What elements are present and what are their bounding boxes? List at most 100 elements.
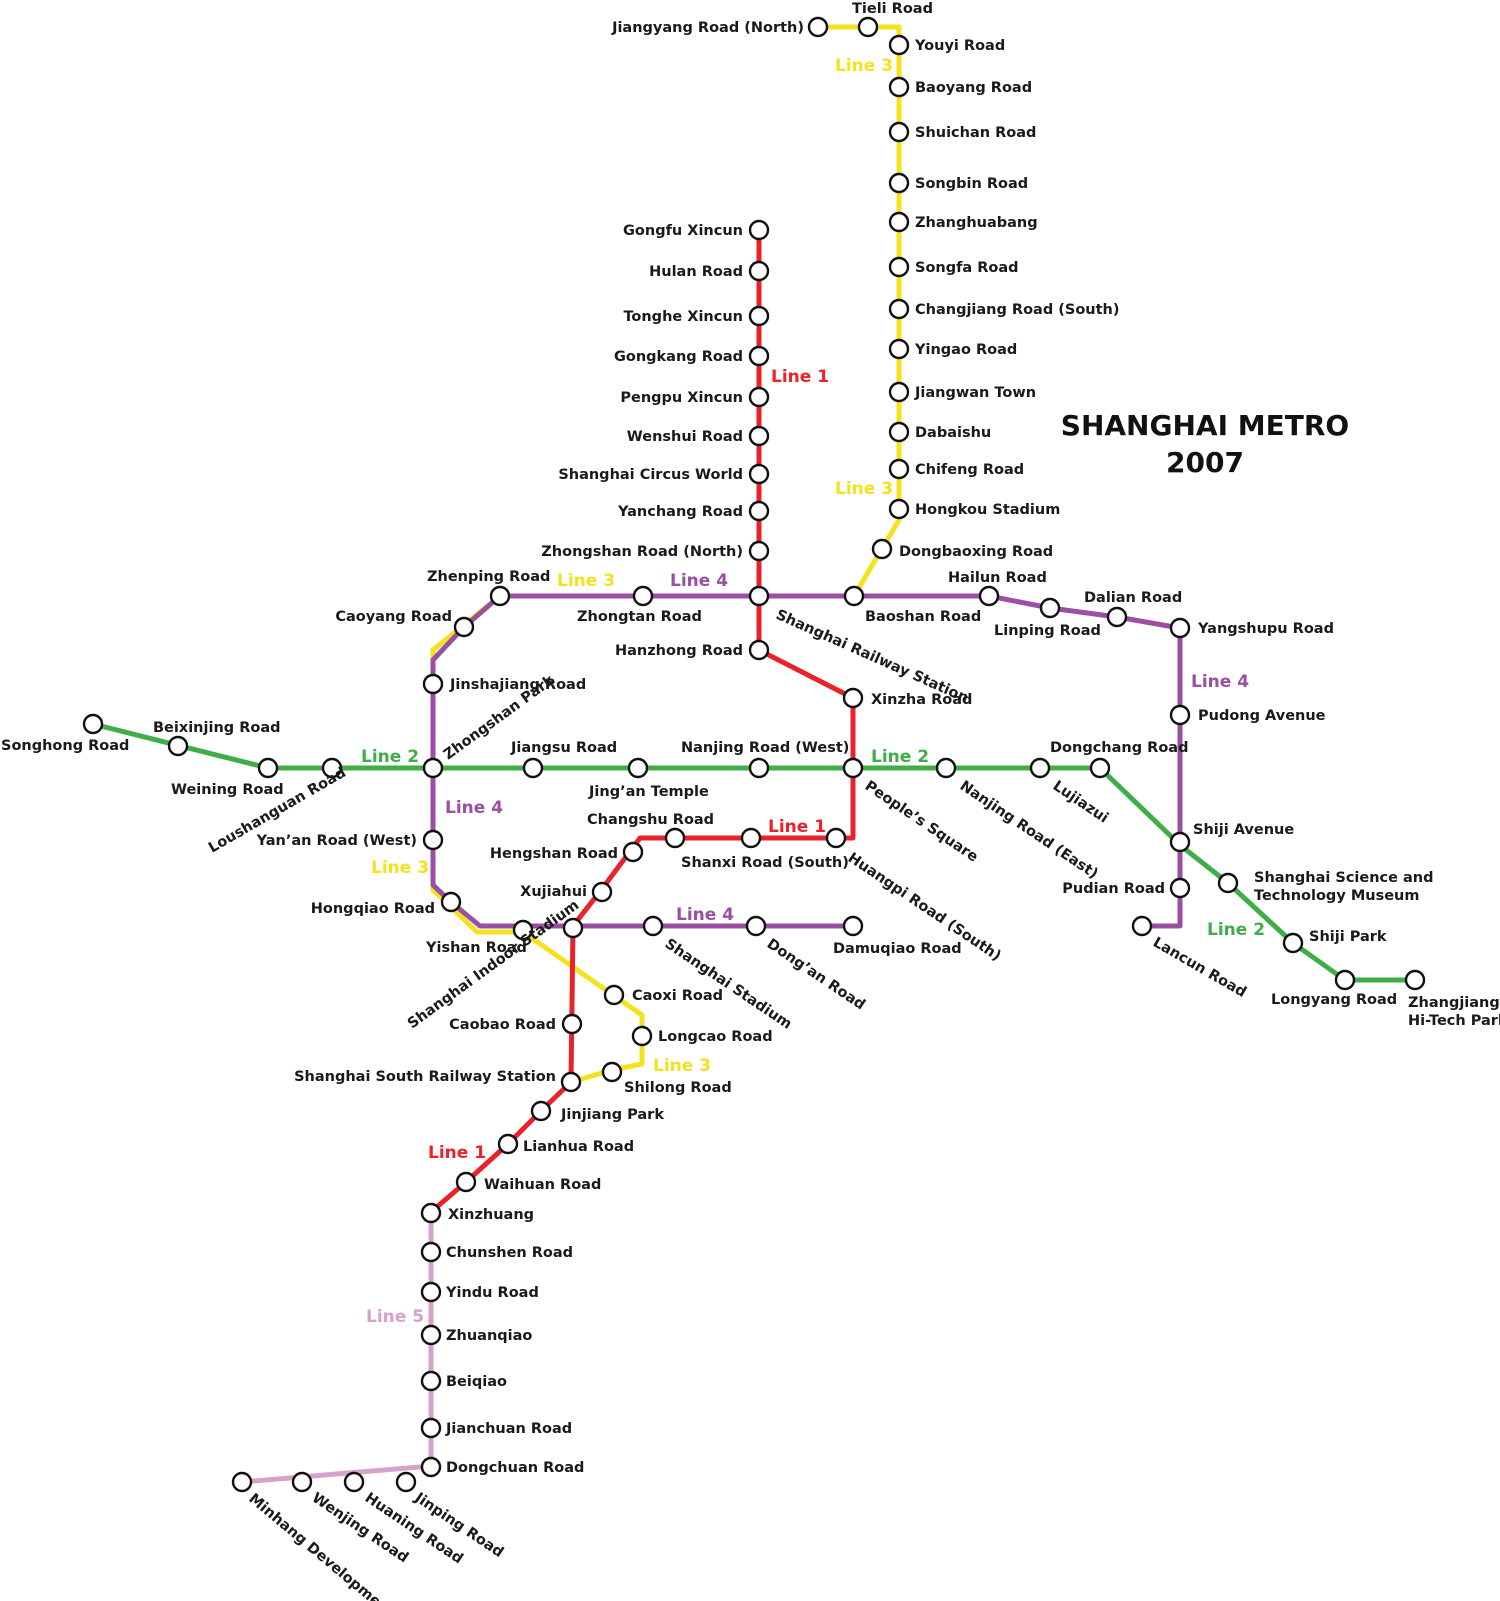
station-gongfu-xincun[interactable] <box>748 219 770 241</box>
station-changshu-road[interactable] <box>664 827 686 849</box>
station-chifeng-road[interactable] <box>888 458 910 480</box>
station-shuichan-road[interactable] <box>888 121 910 143</box>
station-longyang-road[interactable] <box>1334 969 1356 991</box>
station-jinping-road[interactable] <box>395 1471 417 1493</box>
station-shiji-park[interactable] <box>1282 932 1304 954</box>
label-zhangjiang-1: Zhangjiang <box>1408 995 1500 1011</box>
station-shanghai-railway-station[interactable] <box>748 585 770 607</box>
station-hengshan-road[interactable] <box>622 841 644 863</box>
station-jiangwan-town[interactable] <box>888 381 910 403</box>
station-pudong-avenue[interactable] <box>1169 704 1191 726</box>
station-longcao-road[interactable] <box>631 1025 653 1047</box>
station-dongbaoxing-road[interactable] <box>871 538 893 560</box>
station-xinzha-road[interactable] <box>842 687 864 709</box>
station-pudian-road[interactable] <box>1169 877 1191 899</box>
station-zhongtan-road[interactable] <box>632 585 654 607</box>
station-beixinjing-road[interactable] <box>167 735 189 757</box>
station-zhongshan-road-north[interactable] <box>748 540 770 562</box>
station-hongqiao-road[interactable] <box>440 891 462 913</box>
station-linping-road[interactable] <box>1039 597 1061 619</box>
label-zhuanqiao: Zhuanqiao <box>446 1328 532 1344</box>
station-yingao-road[interactable] <box>888 338 910 360</box>
station-dalian-road[interactable] <box>1106 606 1128 628</box>
station-shiji-avenue[interactable] <box>1169 831 1191 853</box>
station-yishan-road[interactable] <box>512 919 534 941</box>
station-songbin-road[interactable] <box>888 172 910 194</box>
station-dongchang-road[interactable] <box>1089 757 1111 779</box>
station-xinzhuang[interactable] <box>420 1202 442 1224</box>
station-songfa-road[interactable] <box>888 256 910 278</box>
station-waihuan-road[interactable] <box>455 1171 477 1193</box>
label-zhongtan-road: Zhongtan Road <box>577 609 702 625</box>
label-songbin-road: Songbin Road <box>915 176 1028 192</box>
line3-label-south: Line 3 <box>653 1056 711 1076</box>
station-gongkang-road[interactable] <box>748 345 770 367</box>
station-nanjing-road-east[interactable] <box>935 757 957 779</box>
station-damuqiao-road[interactable] <box>842 915 864 937</box>
map-year: 2007 <box>1166 446 1244 479</box>
station-changjiang-road-south[interactable] <box>888 298 910 320</box>
station-huangpi-road-south[interactable] <box>825 827 847 849</box>
station-peoples-square[interactable] <box>842 757 864 779</box>
station-loushanguan-road[interactable] <box>321 757 343 779</box>
station-beiqiao[interactable] <box>420 1370 442 1392</box>
station-dongan-road[interactable] <box>745 915 767 937</box>
station-nanjing-road-west[interactable] <box>748 757 770 779</box>
station-shanghai-stadium[interactable] <box>642 915 664 937</box>
station-wenjing-road[interactable] <box>291 1471 313 1493</box>
station-lujiazui[interactable] <box>1029 757 1051 779</box>
station-hailun-road[interactable] <box>978 585 1000 607</box>
label-yindu-road: Yindu Road <box>445 1285 539 1301</box>
station-caoxi-road[interactable] <box>603 984 625 1006</box>
station-chunshen-road[interactable] <box>420 1241 442 1263</box>
station-dongchuan-road[interactable] <box>420 1456 442 1478</box>
station-zhangjiang-hi-tech-park[interactable] <box>1404 969 1426 991</box>
station-zhanghuabang[interactable] <box>888 211 910 233</box>
station-jiangyang-road-north[interactable] <box>807 16 829 38</box>
station-shanxi-road-south[interactable] <box>740 827 762 849</box>
station-yindu-road[interactable] <box>420 1281 442 1303</box>
station-dabaishu[interactable] <box>888 421 910 443</box>
station-jinshajiang-road[interactable] <box>422 673 444 695</box>
station-shanghai-south-railway-station[interactable] <box>560 1071 582 1093</box>
station-tonghe-xincun[interactable] <box>748 305 770 327</box>
station-shanghai-circus-world[interactable] <box>748 463 770 485</box>
station-baoshan-road[interactable] <box>843 585 865 607</box>
station-hongkou-stadium[interactable] <box>888 498 910 520</box>
station-minhang-development-zone[interactable] <box>231 1471 253 1493</box>
station-lancun-road[interactable] <box>1131 915 1153 937</box>
station-wenshui-road[interactable] <box>748 425 770 447</box>
label-jinjiang-park: Jinjiang Park <box>560 1107 664 1123</box>
station-zhenping-road[interactable] <box>489 585 511 607</box>
station-yangshupu-road[interactable] <box>1169 617 1191 639</box>
label-jinshajiang-road: Jinshajiang Road <box>449 677 586 693</box>
label-jiangyang-road-north: Jiangyang Road (North) <box>611 20 804 36</box>
station-huaning-road[interactable] <box>343 1471 365 1493</box>
station-songhong-road[interactable] <box>82 713 104 735</box>
station-jiangsu-road[interactable] <box>522 757 544 779</box>
station-caoyang-road[interactable] <box>453 616 475 638</box>
station-caobao-road[interactable] <box>561 1013 583 1035</box>
station-pengpu-xincun[interactable] <box>748 386 770 408</box>
label-zhenping-road: Zhenping Road <box>427 569 550 585</box>
station-zhongshan-park[interactable] <box>422 757 444 779</box>
station-zhuanqiao[interactable] <box>420 1324 442 1346</box>
station-yanchang-road[interactable] <box>748 500 770 522</box>
station-hulan-road[interactable] <box>748 260 770 282</box>
station-science-museum[interactable] <box>1217 872 1239 894</box>
station-lianhua-road[interactable] <box>497 1133 519 1155</box>
station-shanghai-indoor-stadium[interactable] <box>562 917 584 939</box>
label-wenshui-road: Wenshui Road <box>627 429 743 445</box>
station-shilong-road[interactable] <box>601 1061 623 1083</box>
station-hanzhong-road[interactable] <box>748 639 770 661</box>
station-weining-road[interactable] <box>257 757 279 779</box>
station-baoyang-road[interactable] <box>888 76 910 98</box>
station-youyi-road[interactable] <box>888 34 910 56</box>
station-xujiahui[interactable] <box>591 881 613 903</box>
station-yanan-road-west[interactable] <box>422 829 444 851</box>
station-jingan-temple[interactable] <box>627 757 649 779</box>
station-jianchuan-road[interactable] <box>420 1417 442 1439</box>
station-jinjiang-park[interactable] <box>530 1100 552 1122</box>
station-tieli-road[interactable] <box>857 16 879 38</box>
